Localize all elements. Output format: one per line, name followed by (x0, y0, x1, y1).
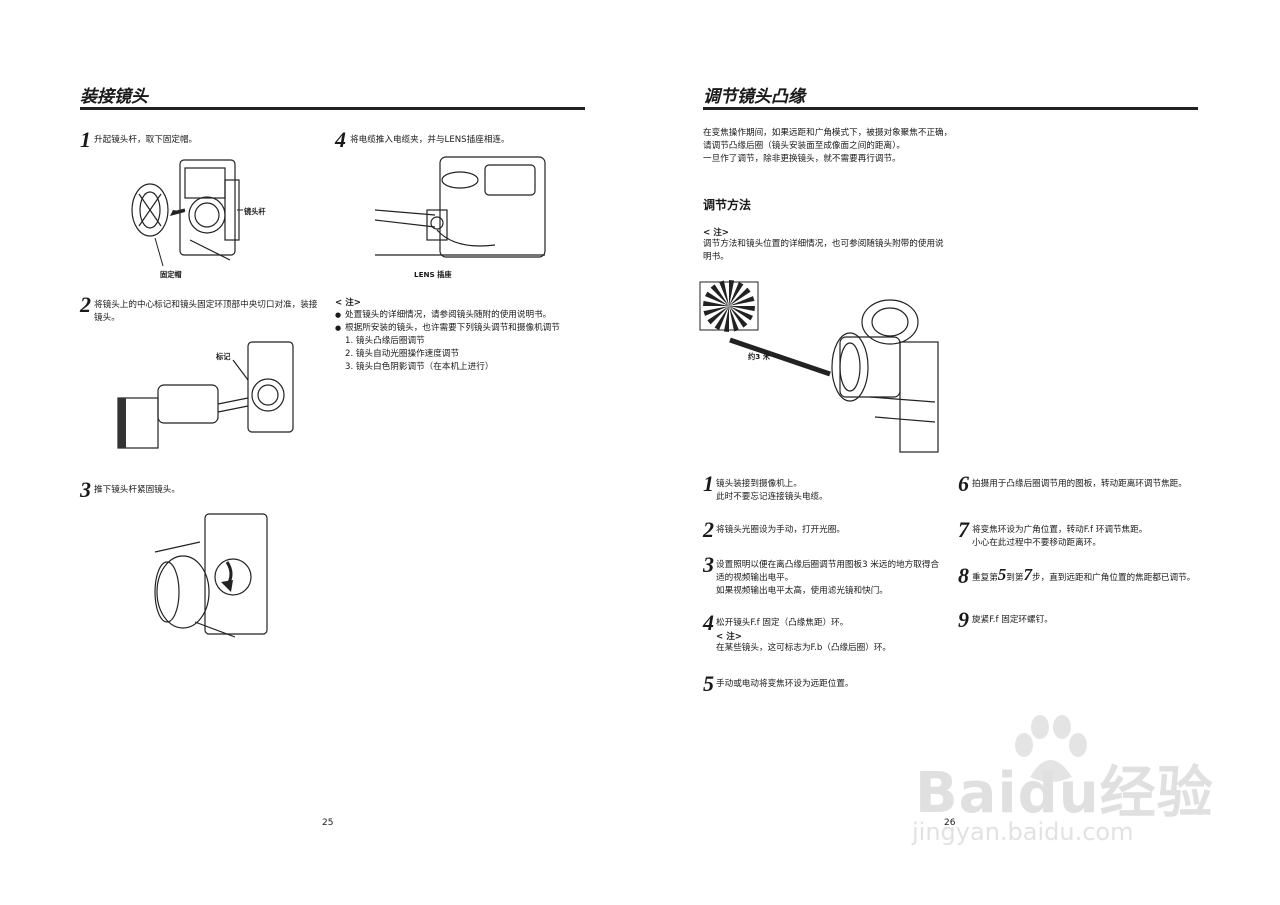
watermark-brand: Baidu经验 (915, 761, 1214, 826)
siemens-star-chart (699, 280, 759, 332)
r-step2-number: 2 (703, 517, 714, 542)
step1-number: 1 (80, 127, 91, 152)
step4-text: 将电缆推入电缆夹，并与LENS插座相连。 (350, 135, 510, 145)
flange-back-setup-illustration (699, 280, 939, 453)
r-step9-number: 9 (958, 607, 969, 632)
method-subtitle: 调节方法 (703, 198, 752, 212)
left-page-number: 25 (322, 818, 334, 828)
left-page-title: 装接镜头 (80, 87, 148, 107)
left-note-heading: < 注> (335, 298, 361, 308)
r-step3-line1: 设置照明以便在离凸缘后圈调节用图板3 米远的地方取得合适的视频输出电平。 (716, 560, 940, 583)
label-center-mark: 标记 (216, 352, 231, 361)
lens-mount-illustration (117, 341, 294, 449)
r-step4-line1: 松开镜头F.f 固定（凸缘焦距）环。 (716, 618, 849, 628)
label-lens-socket: LENS 插座 (414, 270, 452, 279)
left-note-bullet-2: 根据所安装的镜头，也许需要下列镜头调节和摄像机调节 (335, 322, 580, 335)
r-step7-line2: 小心在此过程中不要移动距离环。 (972, 538, 1101, 548)
intro-paragraph-2: 一旦作了调节，除非更换镜头，就不需要再行调节。 (703, 154, 901, 164)
left-title-rule (80, 107, 585, 110)
intro-paragraph-1: 在变焦操作期间，如果远距和广角模式下，被摄对象聚焦不正确，请调节凸缘后圈（镜头安… (703, 128, 953, 151)
paw-logo-icon (1015, 715, 1087, 782)
star-wedges (703, 280, 755, 332)
right-title-rule (703, 107, 1198, 110)
r-step6-line1: 拍摄用于凸缘后圈调节用的图板，转动距离环调节焦距。 (972, 479, 1187, 489)
r-step1-line1: 镜头装接到摄像机上。 (716, 479, 802, 489)
r-step2-line1: 将镜头光圈设为手动，打开光圈。 (716, 525, 845, 535)
camera-cap-illustration (131, 159, 243, 267)
r-step8-pre: 重复第 (972, 573, 998, 583)
left-note-item-2: 2. 镜头自动光圈操作速度调节 (345, 349, 460, 359)
r-step7-line1: 将变焦环设为广角位置，转动F.f 环调节焦距。 (972, 525, 1148, 535)
r-step8-post: 步，直到远距和广角位置的焦距都已调节。 (1032, 573, 1196, 583)
r-step5-number: 5 (703, 671, 714, 696)
r-step3-number: 3 (703, 552, 714, 577)
r-step4-note-heading: < 注> (716, 632, 742, 642)
cable-socket-illustration (374, 156, 546, 258)
distance-label: 约3 米 (748, 352, 770, 361)
r-step4-number: 4 (703, 610, 714, 635)
method-note-text: 调节方法和镜头位置的详细情况，也可参阅随镜头附带的使用说明书。 (703, 239, 944, 262)
r-step8-text: 重复第5到第7步，直到远距和广角位置的焦距都已调节。 (972, 565, 1200, 585)
right-page-number: 26 (944, 818, 956, 828)
r-step9-line1: 旋紧F.f 固定环螺钉。 (972, 615, 1053, 625)
r-step7-number: 7 (958, 517, 969, 542)
method-note-heading: < 注> (703, 228, 729, 238)
watermark-url: jingyan.baidu.com (912, 818, 1134, 846)
step1-text: 升起镜头杆，取下固定帽。 (94, 135, 198, 145)
r-step6-number: 6 (958, 471, 969, 496)
r-step5-line1: 手动或电动将变焦环设为远距位置。 (716, 679, 854, 689)
step4-number: 4 (335, 127, 346, 152)
right-page-title: 调节镜头凸缘 (703, 87, 805, 107)
step3-number: 3 (80, 477, 91, 502)
label-lens-lever: 镜头杆 (244, 207, 266, 216)
lever-push-illustration (154, 513, 268, 638)
r-step8-mid: 到第 (1006, 573, 1024, 583)
left-note-item-1: 1. 镜头凸缘后圈调节 (345, 336, 425, 346)
r-step3-line2: 如果视频输出电平太高，使用滤光镜和快门。 (716, 586, 888, 596)
r-step1-line2: 此时不要忘记连接镜头电缆。 (716, 492, 828, 502)
left-note-item-3: 3. 镜头白色阴影调节（在本机上进行） (345, 362, 494, 372)
step2-number: 2 (80, 292, 91, 317)
r-step8-n2: 7 (1023, 565, 1033, 584)
step3-text: 推下镜头杆紧固镜头。 (94, 485, 180, 495)
r-step8-n1: 5 (997, 565, 1007, 584)
left-note-bullet-1: 处置镜头的详细情况，请参阅镜头随附的使用说明书。 (335, 309, 580, 322)
r-step1-number: 1 (703, 471, 714, 496)
step2-text: 将镜头上的中心标记和镜头固定环顶部中央切口对准，装接镜头。 (94, 300, 318, 323)
r-step8-number: 8 (958, 563, 969, 588)
camera-on-tripod (831, 299, 939, 453)
r-step4-note: 在某些镜头，这可标志为F.b（凸缘后圈）环。 (716, 643, 892, 653)
label-fixed-cap: 固定帽 (160, 270, 182, 279)
